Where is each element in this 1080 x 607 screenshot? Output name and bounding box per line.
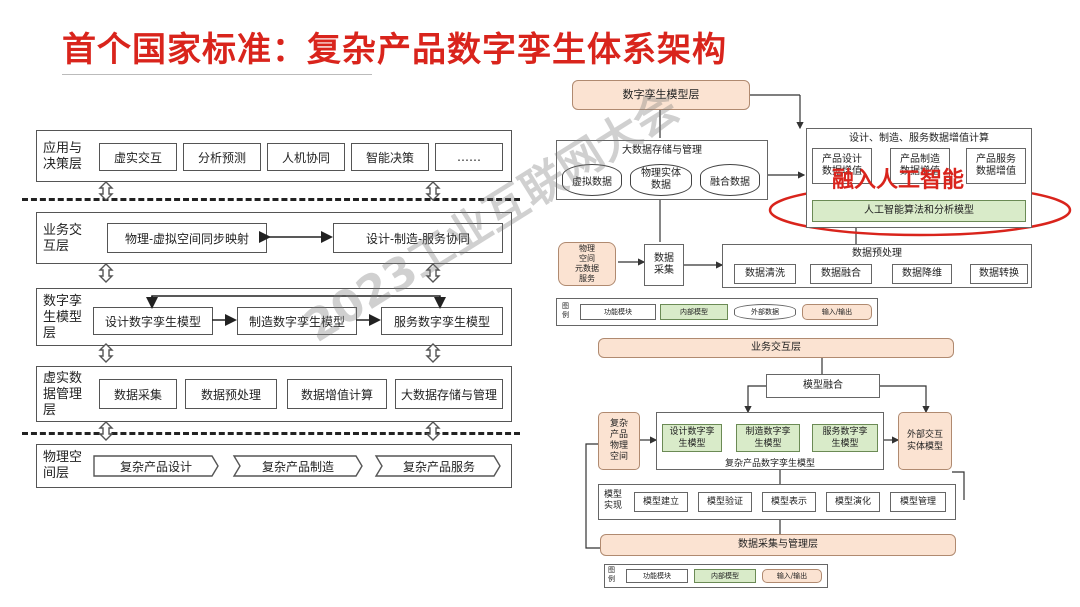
legend-item: 外部数据 bbox=[734, 304, 796, 320]
bigdata-item: 虚拟数据 bbox=[562, 164, 622, 196]
ai-overlay-label: 融入人工智能 bbox=[832, 168, 965, 193]
dashed-separator bbox=[22, 198, 520, 201]
item-box: 设计-制造-服务协同 bbox=[333, 223, 503, 253]
legend-item: 输入/输出 bbox=[802, 304, 872, 320]
page-title: 首个国家标准：复杂产品数字孪生体系架构 bbox=[62, 30, 727, 70]
layer-label: 业务交 互层 bbox=[43, 223, 83, 254]
item-box: 虚实交互 bbox=[99, 143, 177, 171]
preproc-item: 数据清洗 bbox=[734, 264, 796, 284]
impl-item: 模型表示 bbox=[762, 492, 816, 512]
preproc-title: 数据预处理 bbox=[852, 248, 902, 259]
dt-model-caption: 复杂产品数字孪生模型 bbox=[724, 459, 815, 469]
item-box: 制造数字孪生模型 bbox=[237, 307, 357, 335]
dt-model-item: 制造数字孪 生模型 bbox=[736, 424, 800, 452]
bigdata-item: 物理实体 数据 bbox=[630, 164, 692, 196]
item-box: 服务数字孪生模型 bbox=[381, 307, 503, 335]
impl-item: 模型建立 bbox=[634, 492, 688, 512]
dt-model-item: 服务数字孪 生模型 bbox=[812, 424, 878, 452]
legend-item: 输入/输出 bbox=[762, 569, 822, 583]
biz-layer: 业务交互层 bbox=[598, 338, 954, 358]
legend-prefix: 图 例 bbox=[608, 566, 615, 583]
impl-label: 模型 实现 bbox=[604, 490, 623, 511]
item-box: 人机协同 bbox=[267, 143, 345, 171]
ai-algorithm-bar: 人工智能算法和分析模型 bbox=[812, 200, 1026, 222]
calc-title: 设计、制造、服务数据增值计算 bbox=[849, 133, 989, 144]
calc-item: 产品设计 数据增值 bbox=[812, 148, 872, 184]
impl-item: 模型演化 bbox=[826, 492, 880, 512]
chevron-label: 复杂产品制造 bbox=[261, 459, 334, 474]
chevron-label: 复杂产品服务 bbox=[402, 459, 475, 474]
legend-item: 功能模块 bbox=[626, 569, 688, 583]
external-model: 外部交互 实体模型 bbox=[898, 412, 952, 470]
dt-model-layer: 数字孪生模型层 bbox=[572, 80, 750, 110]
collect-box: 数据 采集 bbox=[644, 244, 684, 286]
bigdata-title: 大数据存储与管理 bbox=[622, 145, 702, 156]
title-underline bbox=[62, 74, 372, 75]
model-fusion: 模型融合 bbox=[766, 374, 880, 398]
item-box: 设计数字孪生模型 bbox=[93, 307, 213, 335]
dashed-separator bbox=[22, 432, 520, 435]
item-box: 大数据存储与管理 bbox=[395, 379, 503, 409]
data-layer: 数据采集与管理层 bbox=[600, 534, 956, 556]
item-box: 数据采集 bbox=[99, 379, 177, 409]
item-box: 数据预处理 bbox=[185, 379, 277, 409]
layer-data-mgmt: 虚实数 据管理 层 数据采集 数据预处理 数据增值计算 大数据存储与管理 bbox=[36, 366, 512, 422]
item-box: 物理-虚拟空间同步映射 bbox=[107, 223, 267, 253]
layer-application: 应用与 决策层 虚实交互 分析预测 人机协同 智能决策 …… bbox=[36, 130, 512, 182]
collect-source: 物理 空间 元数据 服务 bbox=[558, 242, 616, 286]
legend-item: 功能模块 bbox=[580, 304, 656, 320]
legend-prefix: 图 例 bbox=[562, 302, 569, 319]
item-box: 数据增值计算 bbox=[287, 379, 387, 409]
legend-item: 内部模型 bbox=[694, 569, 756, 583]
item-box: 分析预测 bbox=[183, 143, 261, 171]
calc-item: 产品制造 数据增值 bbox=[890, 148, 950, 184]
item-box: …… bbox=[435, 143, 503, 171]
impl-item: 模型验证 bbox=[698, 492, 752, 512]
layer-label: 应用与 决策层 bbox=[43, 141, 83, 172]
calc-item: 产品服务 数据增值 bbox=[966, 148, 1026, 184]
impl-item: 模型管理 bbox=[890, 492, 946, 512]
preproc-item: 数据融合 bbox=[810, 264, 872, 284]
preproc-item: 数据降维 bbox=[892, 264, 952, 284]
bigdata-item: 融合数据 bbox=[700, 164, 760, 196]
layer-dt-model: 数字孪 生模型 层 设计数字孪生模型 制造数字孪生模型 服务数字孪生模型 bbox=[36, 288, 512, 346]
legend-item: 内部模型 bbox=[660, 304, 728, 320]
layer-label: 虚实数 据管理 层 bbox=[43, 371, 83, 418]
layer-label: 数字孪 生模型 层 bbox=[43, 294, 83, 341]
chevron-label: 复杂产品设计 bbox=[119, 459, 192, 474]
physical-model: 复杂 产品 物理 空间 bbox=[598, 412, 640, 470]
preproc-item: 数据转换 bbox=[970, 264, 1028, 284]
dt-model-item: 设计数字孪 生模型 bbox=[662, 424, 722, 452]
item-box: 智能决策 bbox=[351, 143, 429, 171]
layer-label: 物理空 间层 bbox=[43, 450, 83, 481]
